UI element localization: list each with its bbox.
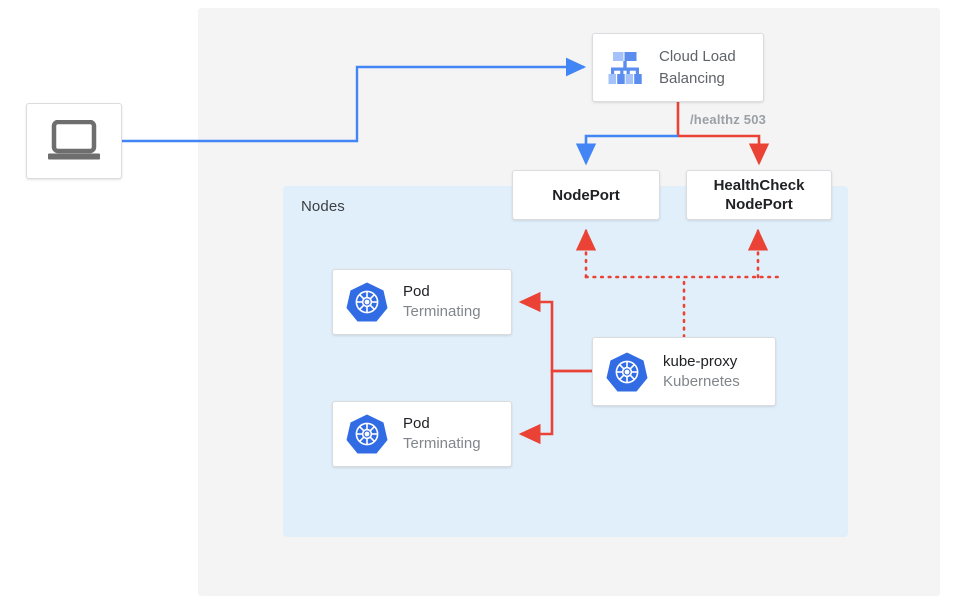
kubernetes-icon: [346, 282, 388, 322]
hc-label-line-1: HealthCheck: [713, 177, 805, 194]
nodeport-label: NodePort: [552, 186, 620, 204]
healthcheck-nodeport-box[interactable]: HealthCheck NodePort: [686, 170, 832, 220]
client-laptop-box[interactable]: [26, 103, 122, 179]
cloud-load-balancing-label: Cloud Load Balancing: [659, 46, 736, 90]
cloud-load-balancing-icon: [608, 51, 642, 84]
kube-proxy-title: kube-proxy: [663, 352, 738, 370]
kubernetes-icon: [606, 352, 648, 391]
pod-2-title: Pod: [403, 415, 430, 432]
pod-box-1[interactable]: Pod Terminating: [332, 269, 512, 335]
pod-1-text: Pod Terminating: [403, 282, 481, 322]
laptop-icon: [48, 120, 100, 160]
nodeport-box[interactable]: NodePort: [512, 170, 660, 220]
pod-1-subtitle: Terminating: [403, 303, 481, 320]
pod-box-2[interactable]: Pod Terminating: [332, 401, 512, 467]
hc-label-line-2: NodePort: [725, 196, 793, 213]
kube-proxy-box[interactable]: kube-proxy Kubernetes: [592, 337, 776, 406]
kube-proxy-text: kube-proxy Kubernetes: [663, 352, 740, 392]
pod-1-title: Pod: [403, 283, 430, 300]
healthcheck-nodeport-label: HealthCheck NodePort: [687, 176, 831, 214]
kube-proxy-subtitle: Kubernetes: [663, 372, 740, 390]
healthz-edge-label: /healthz 503: [690, 112, 767, 127]
clb-title-line-1: Cloud Load: [659, 47, 736, 65]
kubernetes-icon: [346, 414, 388, 454]
clb-title-line-2: Balancing: [659, 69, 725, 87]
nodes-region-label: Nodes: [301, 198, 345, 215]
pod-2-text: Pod Terminating: [403, 414, 481, 454]
pod-2-subtitle: Terminating: [403, 435, 481, 452]
cloud-load-balancing-box[interactable]: Cloud Load Balancing: [592, 33, 764, 102]
